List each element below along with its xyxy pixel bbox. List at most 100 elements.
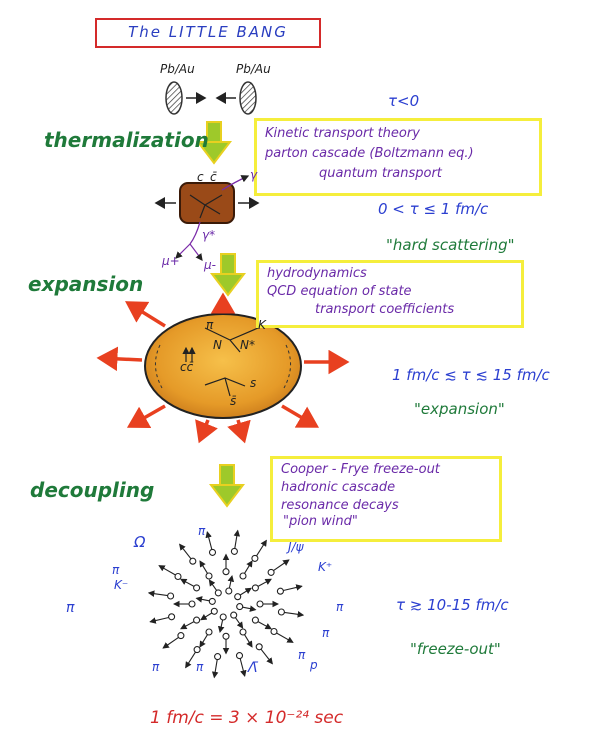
fireball bbox=[144, 313, 302, 419]
particle-track-4 bbox=[195, 596, 210, 603]
particle-dot-6 bbox=[225, 587, 233, 595]
particle-jpsi: J/ψ bbox=[288, 540, 304, 554]
thermalized-medium bbox=[179, 182, 235, 224]
particle-dot-25 bbox=[193, 646, 201, 654]
particle-track-33 bbox=[256, 539, 267, 557]
nucleus-label-left: Pb/Au bbox=[160, 62, 195, 76]
particle-track-15 bbox=[180, 578, 195, 587]
conversion-formula: 1 fm/c = 3 × 10⁻²⁴ sec bbox=[150, 708, 344, 728]
particle-track-0 bbox=[242, 605, 257, 612]
nucleus-left bbox=[165, 81, 183, 115]
particle-pi-bottom-left: π bbox=[152, 660, 160, 674]
particle-dot-20 bbox=[277, 608, 285, 616]
particle-dot-30 bbox=[189, 557, 197, 565]
stage-arrow-1 bbox=[195, 121, 233, 165]
fb-label-Nstar: N* bbox=[240, 338, 255, 352]
particle-pi-right2: π bbox=[322, 626, 330, 640]
particle-track-3 bbox=[200, 612, 213, 621]
particle-dot-7 bbox=[234, 593, 242, 601]
particle-track-18 bbox=[244, 560, 253, 574]
expansion-box: hydrodynamics QCD equation of state tran… bbox=[256, 260, 524, 328]
stage-thermalization: thermalization bbox=[44, 128, 209, 152]
particle-track-26 bbox=[162, 636, 179, 649]
particle-pi-left: π bbox=[112, 563, 120, 577]
label-gamma-star: γ* bbox=[202, 228, 216, 242]
time-decoupling: τ ≳ 10-15 fm/c bbox=[396, 596, 509, 614]
particle-dot-33 bbox=[251, 554, 259, 562]
fb-label-N: N bbox=[213, 338, 222, 352]
particle-dot-1 bbox=[230, 611, 238, 619]
stage-arrow-3 bbox=[208, 464, 246, 508]
freeze-out-particles bbox=[147, 529, 305, 679]
label-mu-plus: μ+ bbox=[162, 254, 180, 268]
particle-track-16 bbox=[199, 560, 208, 574]
particle-track-19 bbox=[257, 578, 272, 587]
particle-dot-2 bbox=[219, 613, 227, 621]
particle-track-34 bbox=[273, 559, 290, 572]
particle-dot-35 bbox=[276, 587, 284, 595]
expansion-line-3: transport coefficients bbox=[315, 302, 455, 317]
particle-dot-17 bbox=[222, 568, 230, 576]
particle-track-5 bbox=[208, 579, 218, 591]
label-hard-scattering: "hard scattering" bbox=[386, 236, 515, 254]
particle-dot-4 bbox=[208, 597, 216, 605]
thermalization-box: Kinetic transport theory parton cascade … bbox=[254, 118, 542, 196]
particle-p: p bbox=[310, 658, 318, 672]
particle-track-7 bbox=[239, 587, 252, 596]
particle-dot-9 bbox=[251, 616, 259, 624]
particle-dot-12 bbox=[205, 628, 213, 636]
time-expansion: 1 fm/c ≲ τ ≲ 15 fm/c bbox=[392, 366, 550, 384]
title-box: The LITTLE BANG bbox=[95, 18, 321, 48]
particle-dot-16 bbox=[205, 572, 213, 580]
particle-track-32 bbox=[233, 529, 241, 549]
label-expansion-phase: "expansion" bbox=[414, 400, 505, 418]
particle-Omega: Ω bbox=[134, 533, 146, 551]
particle-track-27 bbox=[149, 616, 169, 624]
particle-track-35 bbox=[283, 584, 303, 592]
particle-track-25 bbox=[185, 651, 196, 669]
particle-dot-23 bbox=[235, 652, 244, 660]
fb-label-sbar: s̄ bbox=[230, 394, 237, 408]
particle-dot-27 bbox=[168, 613, 176, 621]
particle-track-22 bbox=[260, 648, 273, 665]
stage-expansion: expansion bbox=[28, 272, 144, 296]
particle-dot-11 bbox=[222, 632, 230, 640]
nucleus-right bbox=[239, 81, 257, 115]
particle-dot-29 bbox=[174, 572, 182, 581]
expansion-line-2: QCD equation of state bbox=[267, 284, 412, 299]
particle-track-10 bbox=[244, 634, 253, 648]
decoupling-line-3: resonance decays bbox=[281, 498, 399, 513]
page-title: The LITTLE BANG bbox=[128, 23, 288, 41]
particle-track-21 bbox=[276, 632, 294, 643]
particle-pi-bottom3: π bbox=[298, 648, 306, 662]
stage-arrow-2 bbox=[209, 253, 247, 297]
decoupling-line-4: "pion wind" bbox=[283, 514, 358, 529]
particle-K-plus: K⁺ bbox=[318, 560, 333, 574]
particle-dot-0 bbox=[236, 603, 244, 611]
particle-track-29 bbox=[158, 565, 176, 576]
nucleus-label-right: Pb/Au bbox=[236, 62, 271, 76]
label-c: c bbox=[197, 170, 204, 184]
particle-dot-22 bbox=[255, 643, 263, 651]
particle-track-24 bbox=[211, 659, 219, 679]
particle-track-13 bbox=[180, 621, 195, 630]
label-mu-minus: μ- bbox=[204, 258, 216, 272]
particle-dot-32 bbox=[230, 547, 238, 555]
particle-pi-far-left: π bbox=[66, 600, 75, 616]
particle-track-30 bbox=[179, 543, 192, 560]
particle-dot-34 bbox=[267, 568, 275, 576]
particle-dot-19 bbox=[251, 584, 259, 592]
particle-dot-26 bbox=[177, 632, 185, 640]
particle-dot-28 bbox=[167, 592, 175, 600]
fb-label-K: K bbox=[258, 318, 266, 332]
particle-track-23 bbox=[239, 658, 247, 677]
particle-track-20 bbox=[284, 611, 305, 618]
particle-dot-21 bbox=[270, 627, 278, 636]
particle-dot-15 bbox=[193, 584, 201, 592]
particle-Lambda: Λ̄ bbox=[248, 660, 258, 676]
particle-dot-31 bbox=[208, 548, 217, 556]
particle-pi-bottom2: π bbox=[196, 660, 204, 674]
decoupling-line-2: hadronic cascade bbox=[281, 480, 396, 495]
particle-track-28 bbox=[147, 590, 168, 597]
